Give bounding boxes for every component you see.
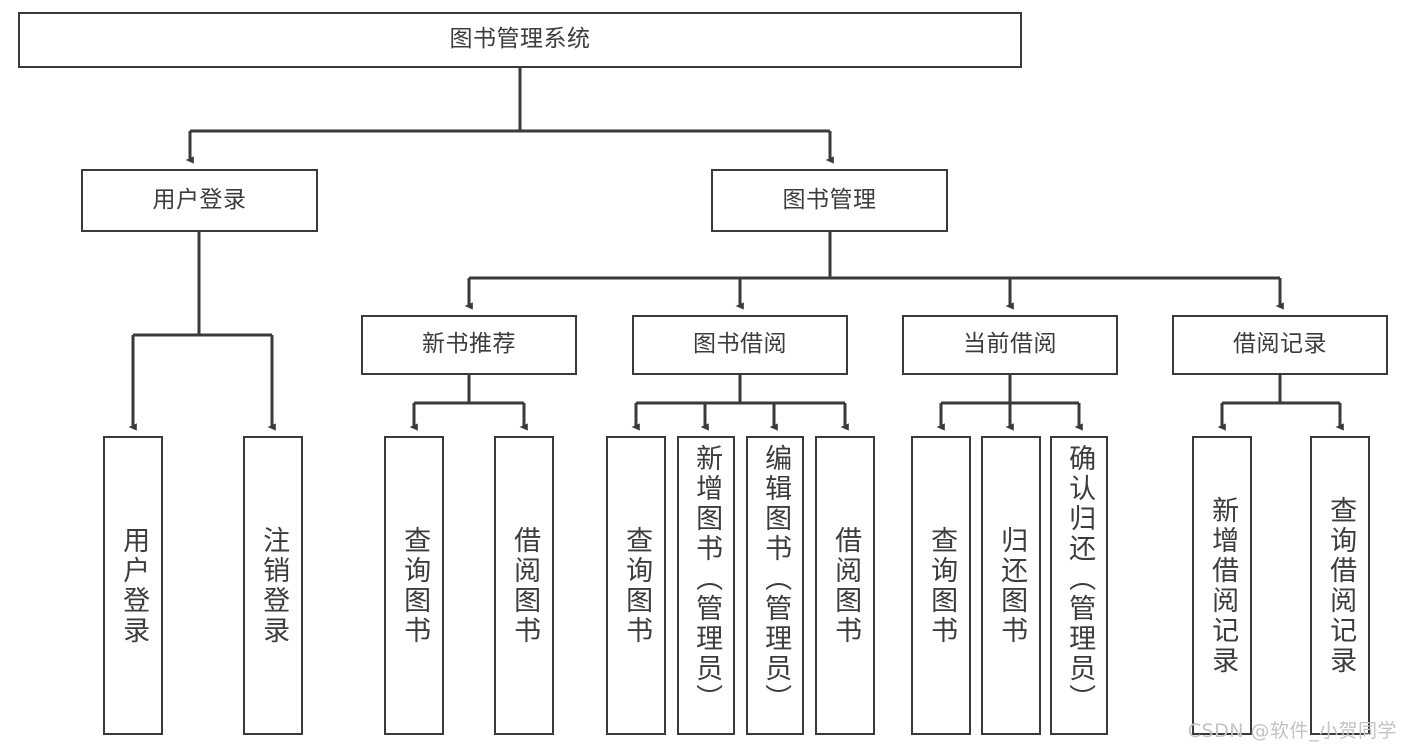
leaf-user-login-signout-label: 注销登录 xyxy=(258,525,290,646)
leaf-new-book-borrow-label: 借阅图书 xyxy=(509,525,541,646)
node-borrow-record-label: 借阅记录 xyxy=(1233,331,1327,358)
node-new-book-recommend-label: 新书推荐 xyxy=(422,331,516,358)
node-borrow-record[interactable]: 借阅记录 xyxy=(1172,315,1388,375)
leaf-book-borrow-query[interactable]: 查询图书 xyxy=(606,436,666,735)
leaf-new-book-borrow[interactable]: 借阅图书 xyxy=(494,436,554,735)
leaf-borrow-record-add-label: 新增借阅记录 xyxy=(1207,495,1239,676)
node-current-borrow-label: 当前借阅 xyxy=(963,331,1057,358)
leaf-borrow-record-query[interactable]: 查询借阅记录 xyxy=(1310,436,1370,735)
leaf-borrow-record-query-label: 查询借阅记录 xyxy=(1325,495,1357,676)
leaf-user-login-signin-label: 用户登录 xyxy=(118,525,150,646)
node-root[interactable]: 图书管理系统 xyxy=(18,12,1022,68)
leaf-new-book-query-label: 查询图书 xyxy=(399,525,431,646)
node-book-borrow-label: 图书借阅 xyxy=(693,331,787,358)
node-current-borrow[interactable]: 当前借阅 xyxy=(902,315,1118,375)
leaf-book-borrow-add[interactable]: 新增图书（管理员） xyxy=(677,436,735,735)
leaf-current-borrow-return[interactable]: 归还图书 xyxy=(981,436,1041,735)
node-root-label: 图书管理系统 xyxy=(449,26,591,53)
leaf-book-borrow-edit-label: 编辑图书（管理员） xyxy=(760,444,792,714)
leaf-current-borrow-confirm-label: 确认归还（管理员） xyxy=(1064,444,1096,714)
leaf-book-borrow-lend-label: 借阅图书 xyxy=(830,525,862,646)
leaf-user-login-signout[interactable]: 注销登录 xyxy=(243,436,303,735)
node-book-management-label: 图书管理 xyxy=(782,186,877,213)
leaf-current-borrow-query[interactable]: 查询图书 xyxy=(911,436,971,735)
leaf-current-borrow-confirm[interactable]: 确认归还（管理员） xyxy=(1050,436,1108,735)
leaf-borrow-record-add[interactable]: 新增借阅记录 xyxy=(1192,436,1252,735)
leaf-user-login-signin[interactable]: 用户登录 xyxy=(103,436,163,735)
node-user-login[interactable]: 用户登录 xyxy=(81,169,318,232)
leaf-book-borrow-edit[interactable]: 编辑图书（管理员） xyxy=(746,436,804,735)
node-user-login-label: 用户登录 xyxy=(152,186,247,213)
node-book-management[interactable]: 图书管理 xyxy=(711,169,948,232)
leaf-current-borrow-return-label: 归还图书 xyxy=(996,525,1028,646)
leaf-book-borrow-add-label: 新增图书（管理员） xyxy=(691,444,723,714)
leaf-new-book-query[interactable]: 查询图书 xyxy=(384,436,444,735)
node-book-borrow[interactable]: 图书借阅 xyxy=(632,315,848,375)
leaf-current-borrow-query-label: 查询图书 xyxy=(926,525,958,646)
node-new-book-recommend[interactable]: 新书推荐 xyxy=(361,315,577,375)
leaf-book-borrow-lend[interactable]: 借阅图书 xyxy=(815,436,875,735)
leaf-book-borrow-query-label: 查询图书 xyxy=(621,525,653,646)
